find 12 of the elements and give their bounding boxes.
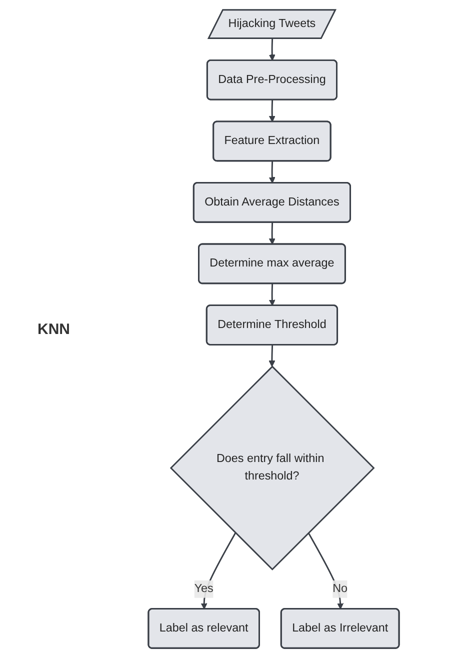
node-diamond: Does entry fall within threshold? xyxy=(170,366,376,570)
arrow xyxy=(201,532,236,610)
edge-label: No xyxy=(332,582,348,595)
arrow xyxy=(269,161,276,184)
arrow xyxy=(308,532,344,610)
arrow xyxy=(269,284,276,306)
arrow xyxy=(269,38,276,61)
arrow xyxy=(269,345,276,367)
group-label: KNN xyxy=(38,320,70,338)
arrow xyxy=(269,100,276,122)
arrow xyxy=(269,222,276,245)
edge-label: Yes xyxy=(194,582,214,595)
